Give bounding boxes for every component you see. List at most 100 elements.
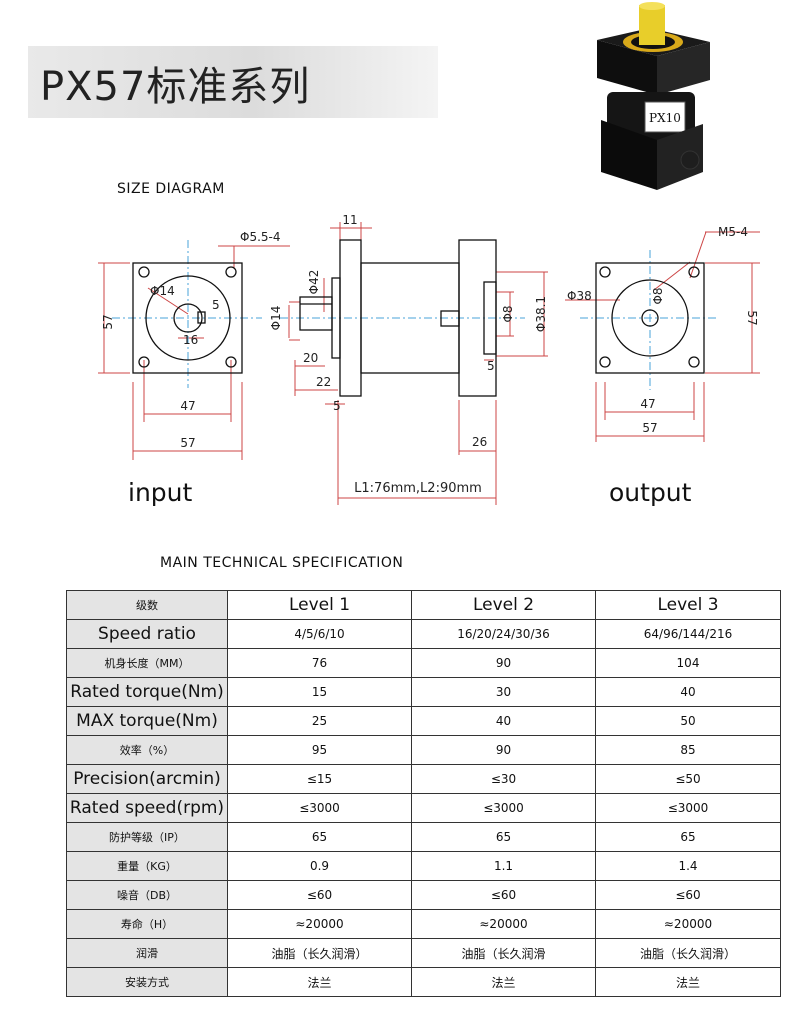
row-label: 安装方式 xyxy=(66,967,228,997)
dim-thread-output: M5-4 xyxy=(718,225,748,239)
table-cell: ≤3000 xyxy=(227,793,412,823)
table-row: 寿命（H）≈20000≈20000≈20000 xyxy=(66,909,781,939)
dim-input-shaft: Φ14 xyxy=(269,306,283,331)
table-cell: ≤60 xyxy=(411,880,596,910)
input-view xyxy=(132,262,243,374)
table-cell: ≤15 xyxy=(227,764,412,794)
table-cell: 30 xyxy=(411,677,596,707)
output-label: output xyxy=(609,478,692,507)
dim-hole-input: Φ5.5-4 xyxy=(240,230,281,244)
row-label: 防护等级（IP） xyxy=(66,822,228,852)
dim-length: L1:76mm,L2:90mm xyxy=(354,481,482,496)
row-label: Precision(arcmin) xyxy=(66,764,228,794)
shaft-top xyxy=(639,2,665,10)
dim-20: 20 xyxy=(303,351,318,365)
spec-heading: MAIN TECHNICAL SPECIFICATION xyxy=(160,555,404,571)
dimension-lines xyxy=(98,222,760,505)
table-row: 噪音（DB）≤60≤60≤60 xyxy=(66,880,781,910)
dim-shaft-output: Φ8 xyxy=(651,287,665,304)
dim-width-input: 57 xyxy=(180,436,195,450)
table-cell: 油脂（长久润滑 xyxy=(411,938,596,968)
size-diagram-heading: SIZE DIAGRAM xyxy=(117,181,225,197)
table-cell: 65 xyxy=(227,822,412,852)
output-view xyxy=(595,262,705,374)
row-label: Rated speed(rpm) xyxy=(66,793,228,823)
input-flange-front xyxy=(601,120,657,190)
table-cell: 104 xyxy=(595,648,781,678)
table-cell: ≤30 xyxy=(411,764,596,794)
table-row: Precision(arcmin)≤15≤30≤50 xyxy=(66,764,781,794)
dim-output-shaft-side: Φ8 xyxy=(501,305,515,322)
row-label: 级数 xyxy=(66,590,228,620)
gearbox-product-image: PX10 xyxy=(597,2,710,190)
output-shaft xyxy=(639,5,665,45)
table-cell: 65 xyxy=(411,822,596,852)
size-diagram: Φ5.5-4 Φ14 5 16 57 47 57 11 Φ42 Φ14 20 2… xyxy=(98,213,760,507)
flange-side xyxy=(657,42,710,95)
input-flange-side xyxy=(657,124,703,190)
table-cell: 油脂（长久润滑） xyxy=(595,938,781,968)
table-cell: Level 1 xyxy=(227,590,412,620)
table-row: Rated speed(rpm)≤3000≤3000≤3000 xyxy=(66,793,781,823)
table-cell: 76 xyxy=(227,648,412,678)
row-label: 寿命（H） xyxy=(66,909,228,939)
dim-spigot: Φ42 xyxy=(307,270,321,295)
dim-flange-thickness: 11 xyxy=(342,213,357,227)
title-banner: PX57标准系列 xyxy=(28,46,438,118)
dim-5-bottom: 5 xyxy=(333,399,341,413)
table-cell: 85 xyxy=(595,735,781,765)
row-label: Speed ratio xyxy=(66,619,228,649)
table-cell: Level 3 xyxy=(595,590,781,620)
dim-bolt-pitch-output: 47 xyxy=(640,397,655,411)
table-cell: 法兰 xyxy=(595,967,781,997)
model-plate-text: PX10 xyxy=(649,111,681,125)
table-cell: 50 xyxy=(595,706,781,736)
dim-key-input: 5 xyxy=(212,298,220,312)
dim-5-right: 5 xyxy=(487,359,495,373)
dim-key-depth: 16 xyxy=(183,333,198,347)
table-cell: ≤50 xyxy=(595,764,781,794)
table-cell: 16/20/24/30/36 xyxy=(411,619,596,649)
table-cell: 15 xyxy=(227,677,412,707)
table-cell: ≈20000 xyxy=(595,909,781,939)
table-cell: 1.4 xyxy=(595,851,781,881)
row-label: 润滑 xyxy=(66,938,228,968)
row-label: 机身长度（MM） xyxy=(66,648,228,678)
table-cell: 90 xyxy=(411,648,596,678)
table-cell: 0.9 xyxy=(227,851,412,881)
table-row: 安装方式法兰法兰法兰 xyxy=(66,967,781,997)
table-cell: 1.1 xyxy=(411,851,596,881)
table-cell: 65 xyxy=(595,822,781,852)
dim-26: 26 xyxy=(472,435,487,449)
dim-bore-input: Φ14 xyxy=(150,284,175,298)
row-label: 噪音（DB） xyxy=(66,880,228,910)
table-cell: 法兰 xyxy=(411,967,596,997)
dim-22: 22 xyxy=(316,375,331,389)
table-cell: 25 xyxy=(227,706,412,736)
table-cell: ≤3000 xyxy=(411,793,596,823)
table-cell: 40 xyxy=(595,677,781,707)
row-label: MAX torque(Nm) xyxy=(66,706,228,736)
table-cell: Level 2 xyxy=(411,590,596,620)
table-cell: 4/5/6/10 xyxy=(227,619,412,649)
table-cell: 40 xyxy=(411,706,596,736)
dim-height-output: 57 xyxy=(745,310,759,325)
row-label: 效率（%） xyxy=(66,735,228,765)
table-cell: ≈20000 xyxy=(227,909,412,939)
table-cell: 95 xyxy=(227,735,412,765)
input-label: input xyxy=(128,478,193,507)
flange-front xyxy=(597,40,657,95)
dim-pcd-output: Φ38 xyxy=(567,289,592,303)
table-cell: ≤60 xyxy=(595,880,781,910)
table-cell: ≤3000 xyxy=(595,793,781,823)
table-cell: 90 xyxy=(411,735,596,765)
